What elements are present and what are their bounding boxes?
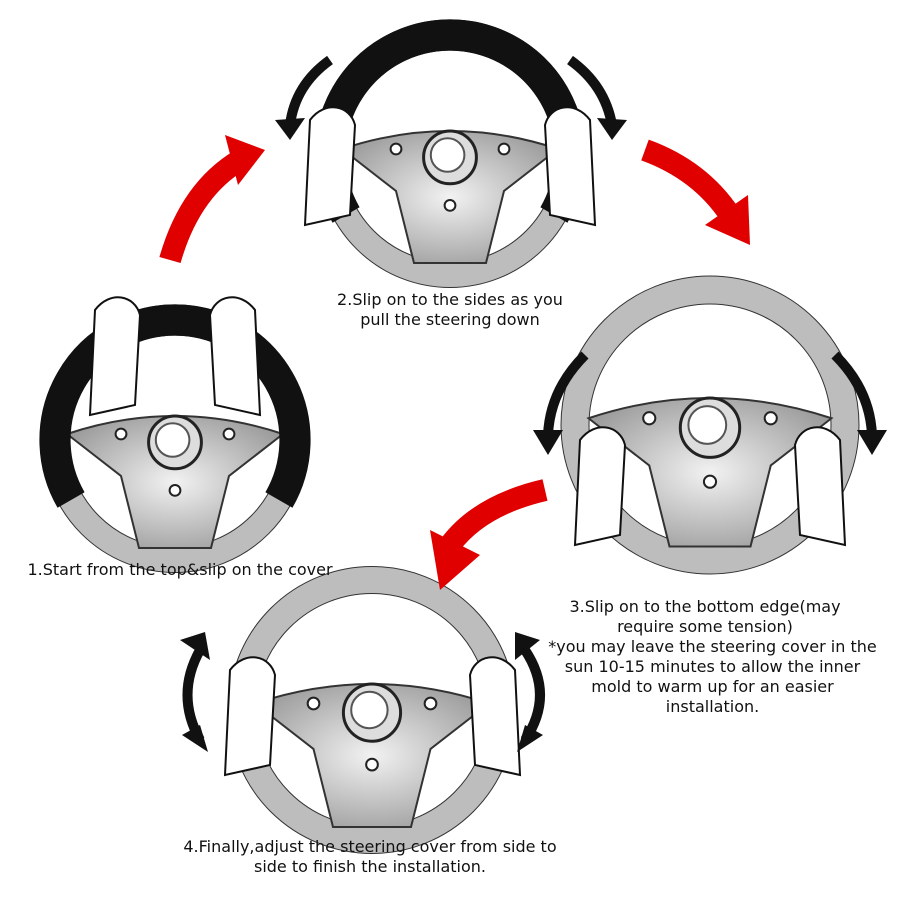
black-arrow-step3-right-shaft (831, 351, 877, 436)
black-arrow-step3-left-head (533, 430, 563, 455)
wheel-spokes (339, 130, 561, 264)
horn-center (687, 405, 728, 445)
horn-center (154, 422, 191, 458)
bolt-hole (443, 199, 457, 212)
black-arrow-step3-right (831, 351, 887, 455)
step-3-caption: 3.Slip on to the bottom edge(may require… (569, 597, 841, 636)
red-arrow-1-to-2 (159, 135, 265, 264)
wheel-spokes (252, 683, 492, 828)
step-4-caption: 4.Finally,adjust the steering cover from… (183, 837, 557, 876)
wheel-spokes (64, 415, 286, 549)
bolt-hole (389, 142, 403, 156)
black-arrow-step4-left-head (180, 632, 210, 660)
step-2-caption: 2.Slip on to the sides as you pull the s… (337, 290, 563, 329)
black-arrow-step4-right (515, 632, 545, 743)
steering-cover (39, 304, 311, 508)
red-arrow-2-to-3 (641, 139, 750, 245)
bolt-hole (306, 696, 321, 711)
wheel-rim (561, 276, 859, 574)
black-arrow-step3-right-head (857, 430, 887, 455)
red-arrow-1-to-2-head (225, 135, 265, 185)
black-arrow-step2-right-shaft (567, 55, 617, 126)
step-3-wheel (560, 275, 860, 575)
horn-center (350, 690, 389, 730)
hand-icon (543, 106, 597, 227)
bolt-hole (114, 427, 128, 441)
black-arrow-step2-left (275, 55, 333, 140)
black-arrow-step4-left (180, 632, 210, 743)
hand-icon (303, 106, 357, 227)
red-arrow-3-to-4 (430, 479, 548, 590)
black-arrow-step4-right-head2 (517, 725, 543, 752)
bolt-hole (365, 757, 379, 772)
hand-icon (573, 426, 627, 547)
bolt-hole (702, 474, 718, 489)
red-arrow-3-to-4-head (430, 530, 480, 590)
horn-center (429, 137, 466, 173)
black-arrow-step3-left (533, 351, 589, 455)
step-1-wheel (39, 296, 311, 573)
black-arrow-step4-right-head (515, 632, 540, 660)
black-arrow-step2-left-shaft (285, 55, 333, 126)
step-2-wheel (303, 19, 597, 288)
bolt-hole (497, 142, 511, 156)
red-arrow-1-to-2-shaft (159, 150, 246, 264)
bolt-hole (763, 411, 778, 426)
step-3-note: *you may leave the steering cover in the… (548, 637, 877, 716)
black-arrow-step3-left-shaft (543, 351, 589, 436)
hand-icon (88, 296, 142, 417)
bolt-hole (423, 696, 438, 711)
hand-icon (208, 296, 262, 417)
red-arrow-2-to-3-shaft (641, 139, 740, 222)
black-arrow-step2-right (567, 55, 627, 140)
black-arrow-step2-left-head (275, 118, 305, 140)
wheel-spokes (586, 397, 834, 548)
black-arrow-step2-right-head (597, 118, 627, 140)
hand-icon (468, 656, 522, 777)
bolt-hole (222, 427, 236, 441)
red-arrow-3-to-4-shaft (441, 479, 548, 552)
step-1-caption: 1.Start from the top&slip on the cover (27, 560, 333, 579)
step-4-wheel (223, 566, 522, 854)
bolt-hole (168, 484, 182, 497)
hand-icon (223, 656, 277, 777)
bolt-hole (642, 411, 657, 426)
red-arrow-2-to-3-head (705, 195, 750, 245)
black-arrow-step4-left-head2 (182, 725, 208, 752)
hand-icon (793, 426, 847, 547)
